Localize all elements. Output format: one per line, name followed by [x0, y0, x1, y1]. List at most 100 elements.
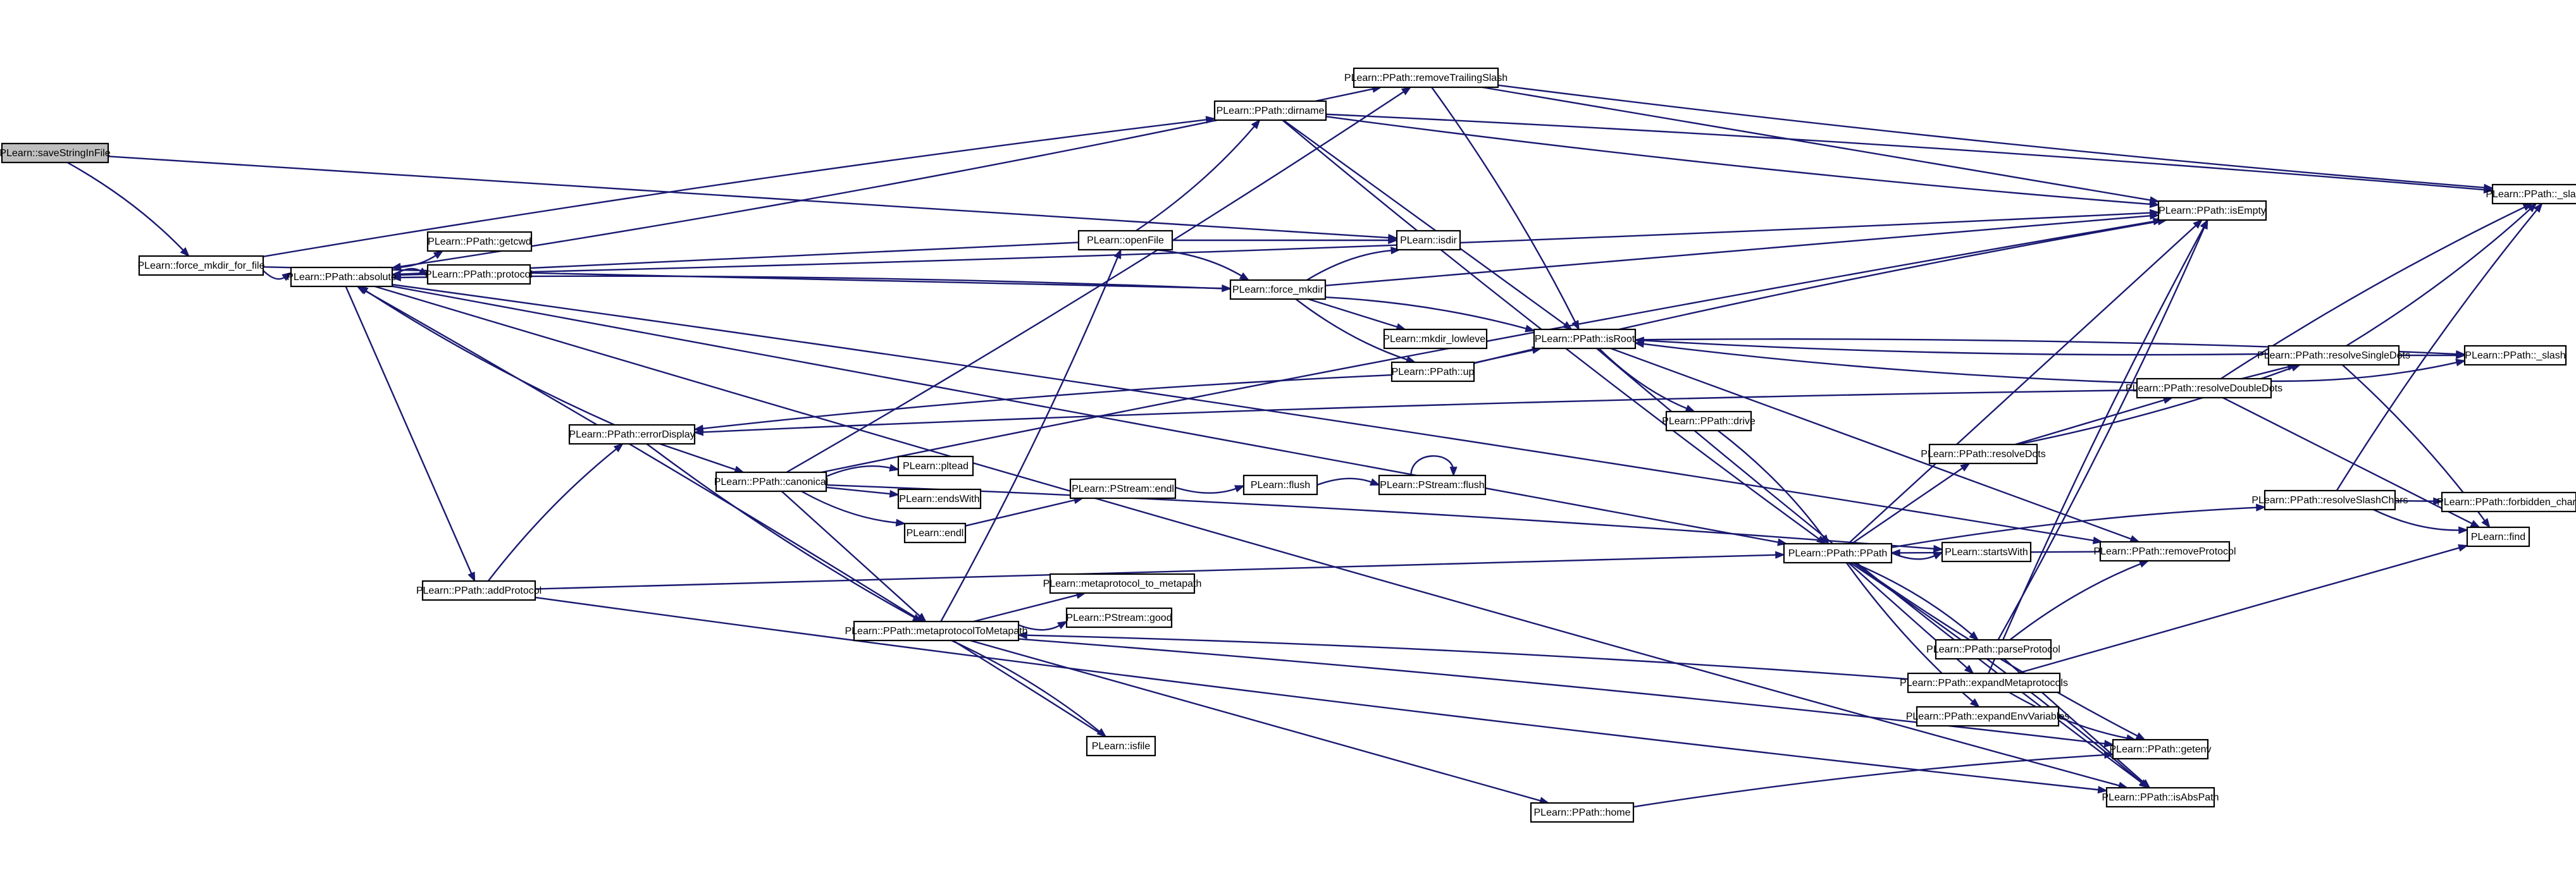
arrowhead-force_mkdir-to-isdir	[1390, 247, 1401, 255]
node-removeProtocol[interactable]: PLearn::PPath::removeProtocol	[2093, 541, 2236, 562]
node-expandMetaprotocols[interactable]: PLearn::PPath::expandMetaprotocols	[1900, 672, 2068, 694]
node-box-isdir[interactable]	[1396, 230, 1461, 251]
node-box-openFile[interactable]	[1077, 230, 1173, 251]
node-expandEnvVariables[interactable]: PLearn::PPath::expandEnvVariables	[1906, 706, 2070, 727]
node-endl[interactable]: PLearn::endl	[903, 522, 967, 544]
node-box-slash[interactable]	[2463, 345, 2567, 366]
node-protocol[interactable]: PLearn::PPath::protocol	[425, 264, 533, 285]
node-force_mkdir_for_file[interactable]: PLearn::force_mkdir_for_file	[138, 255, 265, 276]
node-box-pltead[interactable]	[897, 455, 974, 477]
node-isdir[interactable]: PLearn::isdir	[1396, 230, 1461, 251]
node-getenv[interactable]: PLearn::PPath::getenv	[2110, 738, 2212, 760]
node-mkdir_lowlevel[interactable]: PLearn::mkdir_lowlevel	[1383, 328, 1488, 350]
node-find[interactable]: PLearn::find	[2466, 526, 2530, 548]
node-pltead[interactable]: PLearn::pltead	[897, 455, 974, 477]
node-box-forbidden_chars[interactable]	[2441, 491, 2576, 513]
node-pstream_flush[interactable]: PLearn::PStream::flush	[1378, 474, 1487, 496]
edge-force_mkdir-to-isEmpty	[1325, 215, 2152, 286]
node-box-resolveDots[interactable]	[1928, 443, 2038, 465]
node-addProtocol[interactable]: PLearn::PPath::addProtocol	[416, 580, 542, 601]
node-box-removeTrailingSlash[interactable]	[1353, 67, 1499, 89]
node-box-dirname[interactable]	[1213, 100, 1327, 121]
node-box-flush[interactable]	[1242, 474, 1318, 496]
node-label-resolveSlashChars: PLearn::PPath::resolveSlashChars	[2251, 495, 2408, 506]
node-box-mkdir_lowlevel[interactable]	[1383, 328, 1488, 350]
node-absolute[interactable]: PLearn::PPath::absolute	[287, 266, 397, 288]
node-box-resolveDoubleDots[interactable]	[2136, 377, 2272, 399]
node-box-slash_char[interactable]	[2491, 183, 2576, 205]
node-isRoot[interactable]: PLearn::PPath::isRoot	[1533, 328, 1637, 350]
node-drive[interactable]: PLearn::PPath::drive	[1662, 410, 1756, 432]
node-box-up[interactable]	[1390, 361, 1475, 383]
node-canonical[interactable]: PLearn::PPath::canonical	[714, 471, 829, 493]
node-box-isRoot[interactable]	[1533, 328, 1637, 350]
node-box-endsWith[interactable]	[897, 488, 982, 510]
node-box-expandEnvVariables[interactable]	[1916, 706, 2060, 727]
node-resolveDots[interactable]: PLearn::PPath::resolveDots	[1921, 443, 2046, 465]
node-box-pstream_good[interactable]	[1065, 607, 1173, 628]
node-parseProtocol[interactable]: PLearn::PPath::parseProtocol	[1926, 639, 2060, 660]
node-box-getenv[interactable]	[2112, 738, 2209, 760]
node-metaprotocolToMetapath[interactable]: PLearn::PPath::metaprotocolToMetapath	[845, 620, 1028, 642]
node-isEmpty[interactable]: PLearn::PPath::isEmpty	[2157, 200, 2267, 221]
node-getcwd[interactable]: PLearn::PPath::getcwd	[426, 231, 533, 252]
node-openFile[interactable]: PLearn::openFile	[1077, 230, 1173, 251]
node-box-saveStringInFile[interactable]	[1, 142, 109, 164]
node-box-isEmpty[interactable]	[2157, 200, 2267, 221]
node-box-absolute[interactable]	[290, 266, 393, 288]
node-box-pstream_endl[interactable]	[1069, 478, 1177, 499]
node-box-isfile[interactable]	[1086, 735, 1156, 757]
node-box-canonical[interactable]	[715, 471, 827, 493]
node-box-resolveSingleDots[interactable]	[2267, 345, 2400, 366]
node-label-isEmpty: PLearn::PPath::isEmpty	[2158, 205, 2266, 216]
node-box-addProtocol[interactable]	[421, 580, 536, 601]
node-home[interactable]: PLearn::PPath::home	[1530, 802, 1635, 823]
node-box-force_mkdir[interactable]	[1229, 279, 1327, 300]
node-label-resolveDots: PLearn::PPath::resolveDots	[1921, 449, 2045, 460]
node-pstream_good[interactable]: PLearn::PStream::good	[1065, 607, 1173, 628]
node-box-metaprotocol_to_metapath[interactable]	[1049, 573, 1196, 594]
node-box-drive[interactable]	[1665, 410, 1752, 432]
node-box-expandMetaprotocols[interactable]	[1907, 672, 2061, 694]
node-box-errorDisplay[interactable]	[568, 424, 696, 445]
node-box-pstream_flush[interactable]	[1378, 474, 1487, 496]
node-forbidden_chars[interactable]: PLearn::PPath::forbidden_chars	[2437, 491, 2576, 513]
arrowhead-metaprotocolToMetapath-to-pstream_good	[1057, 621, 1068, 630]
node-box-force_mkdir_for_file[interactable]	[138, 255, 264, 276]
edge-resolveSlashChars-to-find	[2373, 508, 2460, 531]
node-ppath[interactable]: PLearn::PPath::PPath	[1783, 542, 1893, 564]
node-box-removeProtocol[interactable]	[2099, 541, 2231, 562]
node-box-getcwd[interactable]	[426, 231, 533, 252]
node-errorDisplay[interactable]: PLearn::PPath::errorDisplay	[568, 424, 696, 445]
node-label-addProtocol: PLearn::PPath::addProtocol	[416, 585, 542, 596]
node-dirname[interactable]: PLearn::PPath::dirname	[1213, 100, 1327, 121]
node-isAbsPath[interactable]: PLearn::PPath::isAbsPath	[2102, 787, 2219, 808]
node-box-resolveSlashChars[interactable]	[2263, 489, 2396, 511]
node-box-startsWith[interactable]	[1941, 541, 2032, 563]
node-box-protocol[interactable]	[426, 264, 531, 285]
edge-canonical-to-startsWith	[826, 484, 1935, 550]
node-resolveSlashChars[interactable]: PLearn::PPath::resolveSlashChars	[2251, 489, 2408, 511]
node-box-metaprotocolToMetapath[interactable]	[853, 620, 1020, 642]
node-isfile[interactable]: PLearn::isfile	[1086, 735, 1156, 757]
node-slash[interactable]: PLearn::PPath::_slash	[2463, 345, 2567, 366]
node-box-parseProtocol[interactable]	[1935, 639, 2052, 660]
node-startsWith[interactable]: PLearn::startsWith	[1941, 541, 2032, 563]
node-flush[interactable]: PLearn::flush	[1242, 474, 1318, 496]
node-pstream_endl[interactable]: PLearn::PStream::endl	[1069, 478, 1177, 499]
node-resolveSingleDots[interactable]: PLearn::PPath::resolveSingleDots	[2257, 345, 2410, 366]
arrowhead-resolveDoubleDots-to-slash	[2455, 358, 2467, 367]
node-box-find[interactable]	[2466, 526, 2530, 548]
node-box-ppath[interactable]	[1783, 542, 1893, 564]
node-up[interactable]: PLearn::PPath::up	[1390, 361, 1475, 383]
node-slash_char[interactable]: PLearn::PPath::_slash_char	[2486, 183, 2576, 205]
node-box-endl[interactable]	[903, 522, 967, 544]
node-removeTrailingSlash[interactable]: PLearn::PPath::removeTrailingSlash	[1344, 67, 1508, 89]
node-box-home[interactable]	[1530, 802, 1635, 823]
node-endsWith[interactable]: PLearn::endsWith	[897, 488, 982, 510]
node-resolveDoubleDots[interactable]: PLearn::PPath::resolveDoubleDots	[2126, 377, 2282, 399]
node-saveStringInFile[interactable]: PLearn::saveStringInFile	[0, 142, 111, 164]
node-metaprotocol_to_metapath[interactable]: PLearn::metaprotocol_to_metapath	[1043, 573, 1202, 594]
node-force_mkdir[interactable]: PLearn::force_mkdir	[1229, 279, 1327, 300]
node-box-isAbsPath[interactable]	[2105, 787, 2215, 808]
